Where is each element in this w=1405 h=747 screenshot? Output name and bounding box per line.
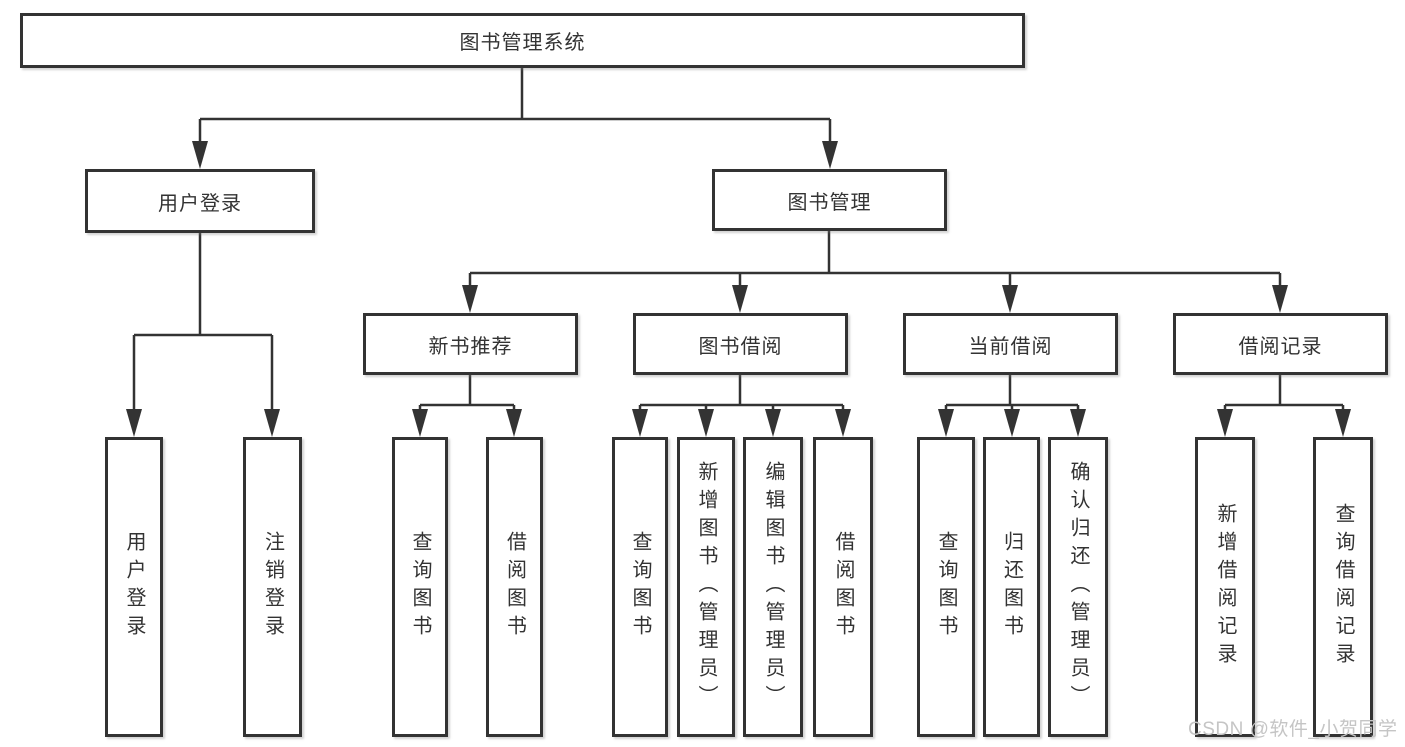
node-label: 图书借阅 [698,335,783,358]
node-user-login: 用户登录 [85,169,315,233]
node-label: 新书推荐 [428,335,513,358]
leaf-borrow-add-admin: 新增图书（管理员） [677,437,735,737]
leaf-current-return: 归还图书 [983,437,1040,737]
node-current-borrow: 当前借阅 [903,313,1118,375]
arrowhead-down [632,409,648,437]
node-label: 当前借阅 [968,335,1053,358]
node-label: 编辑图书（管理员） [762,461,784,713]
arrowhead-down [1002,285,1018,313]
leaf-current-confirm-admin: 确认归还（管理员） [1048,437,1108,737]
arrowhead-down [765,409,781,437]
arrowhead-down [1272,285,1288,313]
arrowhead-down [1004,409,1020,437]
arrowhead-down [1335,409,1351,437]
leaf-borrow-edit-admin: 编辑图书（管理员） [743,437,803,737]
node-label: 查询图书 [935,531,957,643]
node-label: 确认归还（管理员） [1067,461,1089,713]
node-book-borrow: 图书借阅 [633,313,848,375]
arrowhead-down [192,141,208,169]
node-label: 查询图书 [409,531,431,643]
leaf-borrow-borrow: 借阅图书 [813,437,873,737]
arrowhead-down [462,285,478,313]
arrowhead-down [822,141,838,169]
arrowhead-down [938,409,954,437]
node-label: 新增借阅记录 [1214,503,1236,671]
arrowhead-down [412,409,428,437]
node-label: 归还图书 [1000,531,1023,643]
node-label: 借阅图书 [832,531,854,643]
arrowhead-down [698,409,714,437]
node-label: 注销登录 [261,531,284,643]
node-label: 图书管理 [787,191,872,214]
node-label: 用户登录 [123,531,145,643]
node-borrow-records: 借阅记录 [1173,313,1388,375]
leaf-newbook-query: 查询图书 [392,437,448,737]
node-label: 查询图书 [629,531,651,643]
leaf-user-login: 用户登录 [105,437,163,737]
node-root: 图书管理系统 [20,13,1025,68]
arrowhead-down [126,409,142,437]
node-book-management: 图书管理 [712,169,947,231]
node-label: 用户登录 [158,192,242,215]
node-label: 新增图书（管理员） [695,461,717,713]
csdn-watermark: CSDN @软件_小贺同学 [1188,719,1398,740]
arrowheads [126,141,1351,437]
leaf-current-query: 查询图书 [917,437,975,737]
leaf-records-query: 查询借阅记录 [1313,437,1373,737]
node-label: 借阅图书 [503,531,526,643]
arrowhead-down [506,409,522,437]
leaf-newbook-borrow: 借阅图书 [486,437,543,737]
node-label: 图书管理系统 [459,32,586,54]
node-new-book-recommend: 新书推荐 [363,313,578,375]
arrowhead-down [1070,409,1086,437]
node-label: 查询借阅记录 [1332,503,1354,671]
leaf-borrow-query: 查询图书 [612,437,668,737]
node-label: 借阅记录 [1238,335,1323,358]
arrowhead-down [1217,409,1233,437]
arrowhead-down [732,285,748,313]
arrowhead-down [835,409,851,437]
arrowhead-down [264,409,280,437]
connector-paths [132,68,1345,411]
leaf-records-add: 新增借阅记录 [1195,437,1255,737]
leaf-logout: 注销登录 [243,437,302,737]
